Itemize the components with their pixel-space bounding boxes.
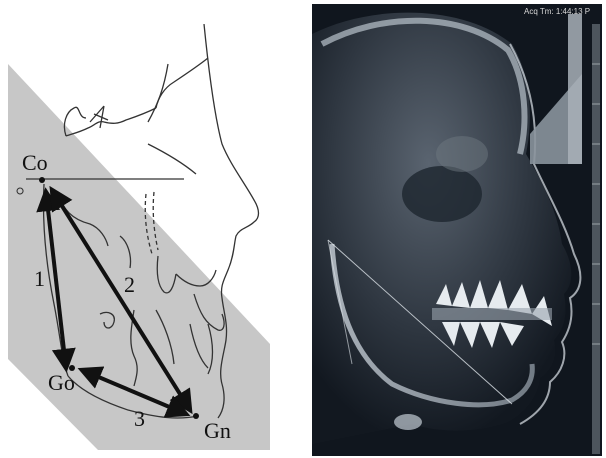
cephalometric-tracing-panel: Co Go Gn 1 2 3 (8, 24, 270, 450)
xray-svg: Acq Tm: 1:44:13 P (312, 4, 602, 456)
vertical-rod (568, 14, 582, 164)
point-co (39, 177, 45, 183)
point-gn (193, 413, 199, 419)
label-co: Co (22, 150, 48, 175)
label-measure-2: 2 (124, 272, 135, 297)
tracing-svg: Co Go Gn 1 2 3 (8, 24, 270, 450)
label-go: Go (48, 370, 75, 395)
label-measure-1: 1 (34, 266, 45, 291)
label-measure-3: 3 (134, 406, 145, 431)
xray-radiograph-panel: Acq Tm: 1:44:13 P (312, 4, 602, 456)
label-gn: Gn (204, 418, 231, 443)
acquisition-time-text: Acq Tm: 1:44:13 P (524, 7, 590, 16)
